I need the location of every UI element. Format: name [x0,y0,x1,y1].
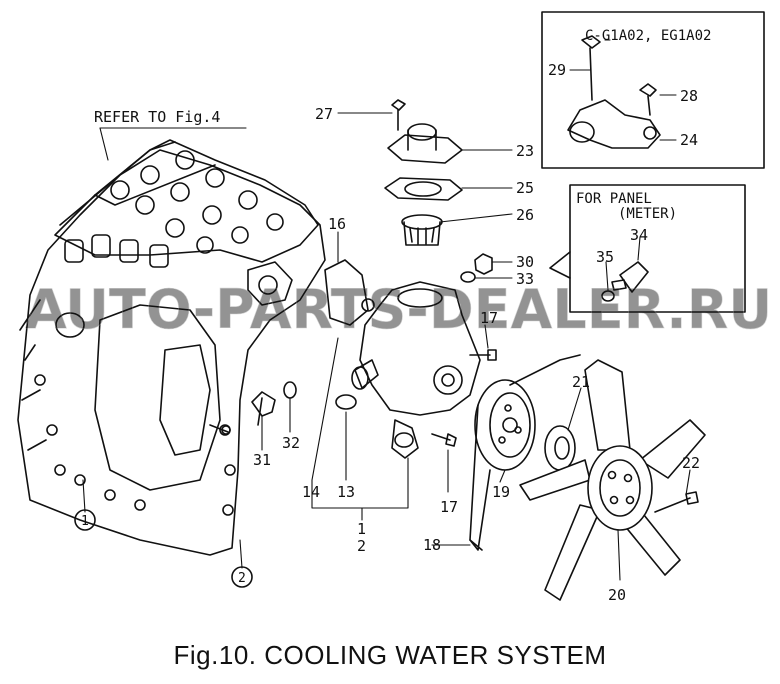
callout-14: 14 [302,483,320,501]
callout-13: 13 [337,483,355,501]
callout-16: 16 [328,215,346,233]
cooling-fan [519,359,706,601]
callout-26: 26 [516,206,534,224]
callout-circle-2 [231,566,253,588]
callout-21: 21 [572,373,590,391]
watermark-text: AUTO-PARTS-DEALER.RU [25,278,772,341]
callout-32: 32 [282,434,300,452]
callout-33: 33 [516,270,534,288]
callout-18: 18 [423,536,441,554]
callout-circle-1 [74,509,96,531]
leader-lines [82,39,691,581]
callout-2-pair: 2 [357,537,366,555]
inset-panel-title-2: (METER) [618,206,677,222]
inset-top-title: C-G1A02, EG1A02 [585,28,711,44]
pulley-belt [469,354,581,551]
callout-22: 22 [682,454,700,472]
inset-panel-box [569,184,746,313]
callout-17-lower: 17 [440,498,458,516]
inset-top-parts [567,35,661,149]
inset-panel-parts [601,261,649,302]
callout-29: 29 [548,61,566,79]
callout-20: 20 [608,586,626,604]
callout-2: 2 [238,571,246,586]
temp-sensor [251,381,297,426]
callout-30: 30 [516,253,534,271]
callout-28: 28 [680,87,698,105]
engine-block [17,139,326,556]
callout-24: 24 [680,131,698,149]
thermostat-housing-parts [384,99,493,283]
callout-17-upper: 17 [480,309,498,327]
inset-panel-title-1: FOR PANEL [576,191,652,207]
figure-caption: Fig.10. COOLING WATER SYSTEM [173,640,607,670]
callout-27: 27 [315,105,333,123]
callout-1-pair: 1 [357,520,366,538]
callout-19: 19 [492,483,510,501]
refer-note: REFER TO Fig.4 [94,108,220,126]
water-pump [324,259,497,459]
callout-35: 35 [596,248,614,266]
callout-1: 1 [81,514,89,529]
callout-25: 25 [516,179,534,197]
callout-23: 23 [516,142,534,160]
inset-top-box [541,11,765,169]
callout-31: 31 [253,451,271,469]
callout-34: 34 [630,226,648,244]
